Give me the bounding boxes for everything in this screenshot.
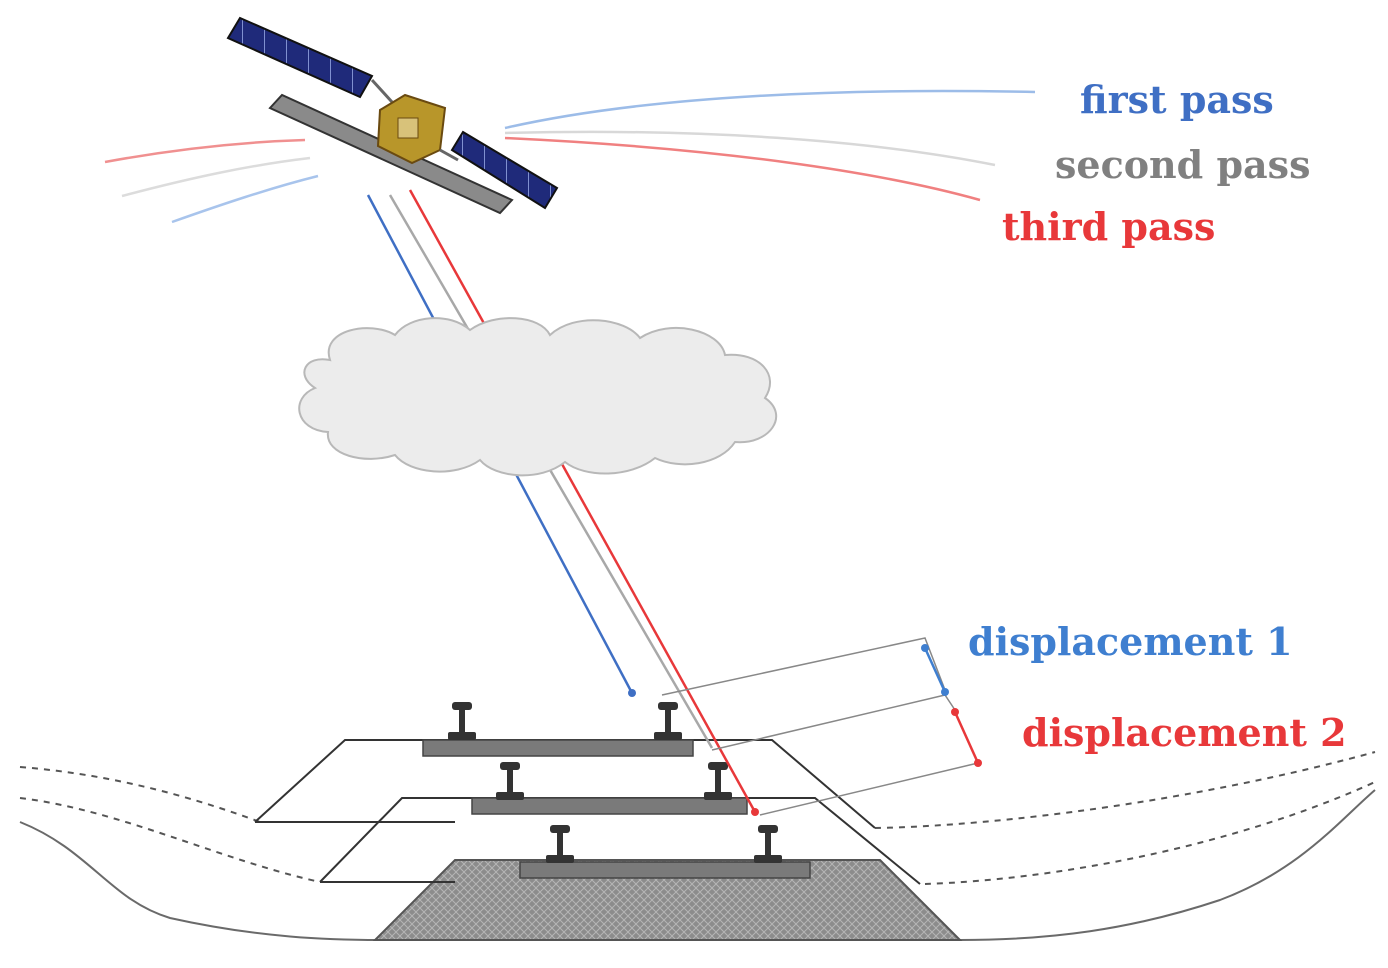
rail-icon: [546, 825, 574, 863]
displacement-2-dot-bottom: [974, 759, 982, 767]
solar-panel-right: [450, 130, 559, 210]
displacement-connector-3: [759, 762, 979, 816]
soil-layer-dashed-2: [19, 781, 1376, 885]
label-third-pass: third pass: [1002, 204, 1215, 249]
displacement-2-marker: [953, 711, 980, 764]
label-displacement-2: displacement 2: [1022, 710, 1347, 755]
rail-icon: [704, 762, 732, 800]
displacement-2-dot-top: [951, 708, 959, 716]
orbit-trail-first-left: [171, 174, 319, 224]
rail-icon: [448, 702, 476, 740]
orbit-trail-third-right: [504, 136, 981, 202]
sleeper: [519, 861, 811, 879]
label-displacement-1: displacement 1: [968, 619, 1293, 664]
beam-second-pass: [388, 194, 714, 749]
track-level-2: [471, 762, 748, 815]
displacement-1-marker: [923, 647, 947, 693]
satellite-icon: [226, 16, 559, 215]
orbit-trail-first-right: [504, 89, 1036, 130]
rail-icon: [754, 825, 782, 863]
ballast-bed: [372, 859, 963, 941]
label-second-pass: second pass: [1055, 142, 1310, 187]
solar-panel-left: [226, 16, 374, 99]
displacement-1-dot-bottom: [941, 688, 949, 696]
displacement-connector-2: [711, 694, 956, 751]
sleeper: [422, 739, 694, 757]
satellite-antenna: [268, 93, 514, 215]
orbit-trail-second-left: [121, 156, 311, 198]
displacement-connector-1: [661, 637, 946, 696]
cloud-icon: [298, 317, 778, 477]
displacement-1-dot-top: [921, 644, 929, 652]
orbit-trail-third-left: [104, 138, 306, 164]
orbit-trail-second-right: [504, 130, 996, 167]
beam-end-dot-third: [751, 808, 759, 816]
soil-layer-dashed-1: [19, 751, 1376, 829]
rail-icon: [496, 762, 524, 800]
track-level-1: [422, 702, 694, 757]
label-first-pass: first pass: [1080, 77, 1274, 122]
rail-icon: [654, 702, 682, 740]
beam-third-pass: [408, 189, 757, 813]
track-level-3: [519, 825, 811, 879]
beam-end-dot-first: [628, 689, 636, 697]
sleeper: [471, 797, 748, 815]
